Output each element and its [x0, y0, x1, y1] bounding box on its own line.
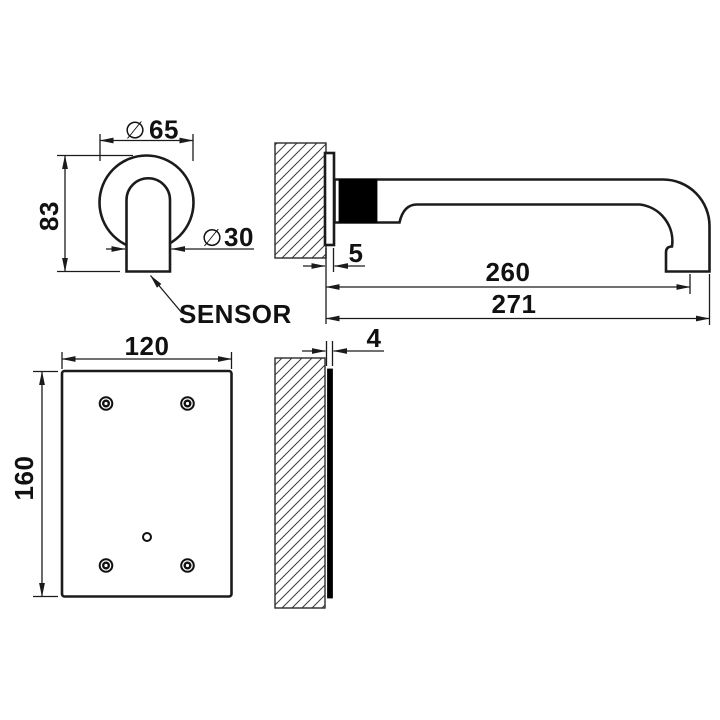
leader-line [150, 275, 183, 314]
dim-plate-height: 160 [9, 370, 58, 598]
mounting-plate-side-view: 4 [274, 323, 384, 609]
dim-spout-diameter: ∅ 30 [106, 222, 254, 252]
plate-side-solid [327, 368, 333, 599]
dim-overall-height: 83 [34, 154, 133, 273]
spout-side-outline [333, 178, 711, 273]
dim-plate-thickness: 4 [302, 323, 384, 366]
side-view: 5 260 271 [274, 142, 711, 325]
spout-front-outline [125, 176, 172, 273]
extension-lines [33, 370, 58, 598]
dim-label-plate-width: 120 [125, 331, 170, 361]
dim-label-flange-projection: 5 [349, 238, 364, 268]
dim-overall-length: 271 [325, 274, 711, 325]
diameter-symbol: ∅ [125, 117, 146, 145]
mounting-plate-outline [60, 369, 233, 598]
wall-section [274, 357, 326, 609]
spout-collar-solid [338, 179, 378, 223]
flange-side-outline [323, 151, 336, 247]
center-pilot-hole [142, 532, 152, 542]
dim-flange-diameter: ∅ 65 [99, 115, 194, 161]
dim-label-overall-length: 271 [492, 289, 537, 319]
dim-label-overall-height: 83 [34, 201, 64, 231]
dim-spout-reach: 260 [325, 257, 691, 294]
dim-flange-projection: 5 [303, 238, 365, 324]
sensor-callout: SENSOR [150, 275, 292, 329]
wall-section [274, 142, 327, 259]
dim-label-spout-diameter: 30 [224, 222, 254, 252]
screw-hole [180, 396, 195, 411]
diameter-symbol: ∅ [202, 224, 223, 252]
mounting-plate-front-view: 120 160 [9, 331, 233, 598]
screw-hole [98, 558, 114, 573]
extension-lines [325, 248, 335, 324]
sensor-label: SENSOR [179, 299, 292, 329]
screw-hole [98, 396, 114, 411]
dim-label-plate-thickness: 4 [367, 323, 382, 353]
screw-hole [180, 558, 195, 573]
dim-label-flange-diameter: 65 [149, 115, 179, 145]
front-view: ∅ 65 83 ∅ 30 SENSOR [34, 115, 292, 330]
dim-plate-width: 120 [61, 331, 233, 369]
dim-label-spout-reach: 260 [486, 257, 531, 287]
extension-lines [325, 341, 334, 366]
dim-label-plate-height: 160 [9, 456, 39, 501]
